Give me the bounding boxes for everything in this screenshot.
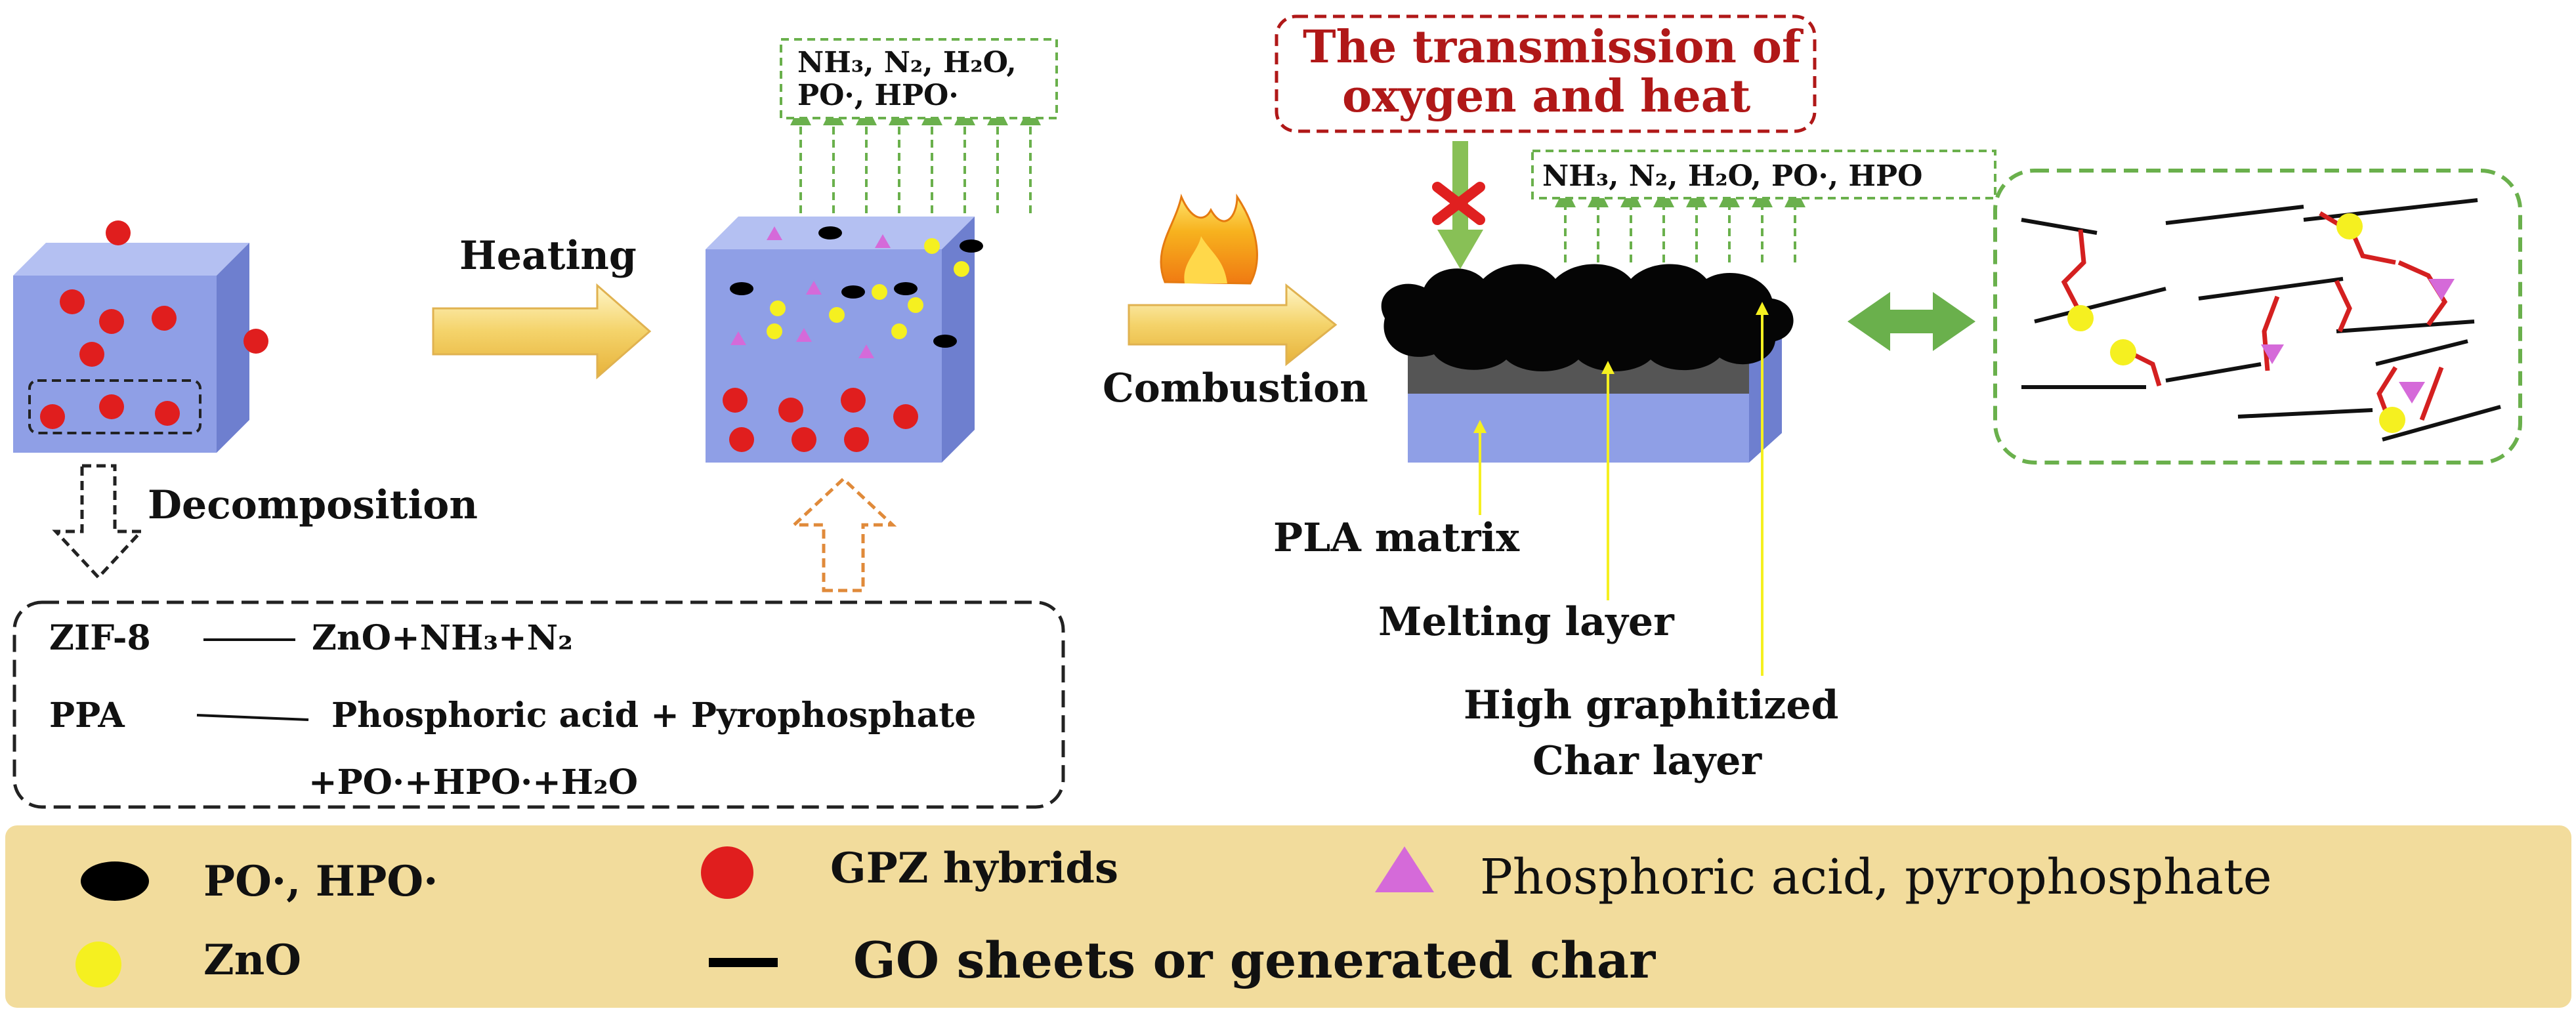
pla-matrix-region: [1408, 394, 1749, 463]
ppa-product-line2: +PO·+HPO·+H₂O: [308, 762, 638, 802]
cube2-gas-box: [780, 38, 1058, 119]
ppa-reactant: PPA: [49, 695, 125, 735]
burning-composite-block: [1381, 264, 1794, 463]
gases-top-line2: PO·, HPO·: [797, 79, 959, 112]
char-layer-label-line2: Char layer: [1532, 738, 1762, 784]
heating-arrow: [432, 283, 652, 380]
combustion-arrow: [1128, 283, 1338, 367]
char-layer-cloud: [1381, 264, 1794, 371]
reaction-box: ZIF-8 ZnO+NH₃+N₂ PPA Phosphoric acid + P…: [12, 600, 1065, 809]
legend-item-gpz-hybrids: GPZ hybrids: [830, 844, 1118, 893]
cube2-gpz-particles: [723, 388, 918, 452]
cube2-po-radicals: [730, 226, 983, 348]
magenta-triangle-icon: [1375, 846, 1434, 892]
transmission-box: [1275, 14, 1817, 133]
pointer-lines: [1479, 308, 1763, 676]
zif8-product: ZnO+NH₃+N₂: [312, 618, 573, 658]
zno-nodes: [2067, 213, 2405, 433]
char-structure: [2021, 198, 2501, 442]
initial-composite-cube: [13, 220, 268, 453]
char-layer-label-line1: High graphitized: [1464, 682, 1838, 728]
pla-matrix-label: PLA matrix: [1273, 515, 1520, 561]
heating-label: Heating: [459, 233, 637, 279]
heated-composite-cube: [706, 217, 983, 463]
black-ellipse-icon: [81, 861, 149, 901]
pointer-heads: [1473, 302, 1769, 433]
legend-item-go-sheets: GO sheets or generated char: [853, 931, 1656, 989]
char-structure-box: [1993, 169, 2522, 465]
legend-panel: [5, 825, 2571, 1008]
melting-layer-label: Melting layer: [1378, 599, 1675, 645]
cube2-gas-arrows: [790, 104, 1041, 213]
gases-top-line1: NH₃, N₂, H₂O,: [797, 46, 1017, 79]
blocked-x-icon: [1432, 182, 1485, 225]
zif8-reactant: ZIF-8: [49, 618, 151, 658]
ppa-reaction-arrow: [196, 714, 309, 721]
go-sheets: [2021, 198, 2501, 442]
legend-item-po-radicals: PO·, HPO·: [203, 857, 438, 906]
cube2-side: [942, 217, 975, 463]
yellow-dot-icon: [75, 942, 121, 987]
cube3-gas-arrows: [1555, 186, 1805, 262]
cube1-highlight-box: [28, 379, 201, 434]
decomposition-label: Decomposition: [148, 482, 478, 528]
cube2-phosphate-particles: [730, 226, 891, 358]
red-dot-icon: [701, 846, 753, 899]
blocked-heat-arrow: [1437, 141, 1483, 269]
reaction-to-cube-arrow: [790, 476, 897, 592]
gases-right: NH₃, N₂, H₂O, PO·, HPO: [1542, 159, 1922, 193]
zoom-double-arrow: [1848, 292, 1975, 351]
transmission-line1: The transmission of: [1303, 21, 1804, 73]
cube1-top: [13, 243, 249, 276]
ppa-product: Phosphoric acid + Pyrophosphate: [331, 695, 976, 735]
cube1-front: [13, 276, 217, 453]
decomposition-arrow: [52, 464, 145, 580]
cube1-side: [217, 243, 249, 453]
cube3-gas-box: [1531, 150, 1996, 199]
legend: PO·, HPO· GPZ hybrids Phosphoric acid, p…: [75, 844, 2272, 989]
cube2-zno-particles: [767, 238, 969, 339]
transmission-line2: oxygen and heat: [1342, 70, 1751, 123]
combustion-label: Combustion: [1103, 365, 1368, 411]
legend-item-phosphoric-acid: Phosphoric acid, pyrophosphate: [1480, 849, 2272, 905]
black-line-icon: [709, 958, 778, 967]
legend-item-zno: ZnO: [203, 936, 301, 985]
phosphate-nodes: [2261, 279, 2455, 404]
cube1-gpz-particles: [40, 220, 268, 429]
flame-icon: [1160, 194, 1258, 285]
